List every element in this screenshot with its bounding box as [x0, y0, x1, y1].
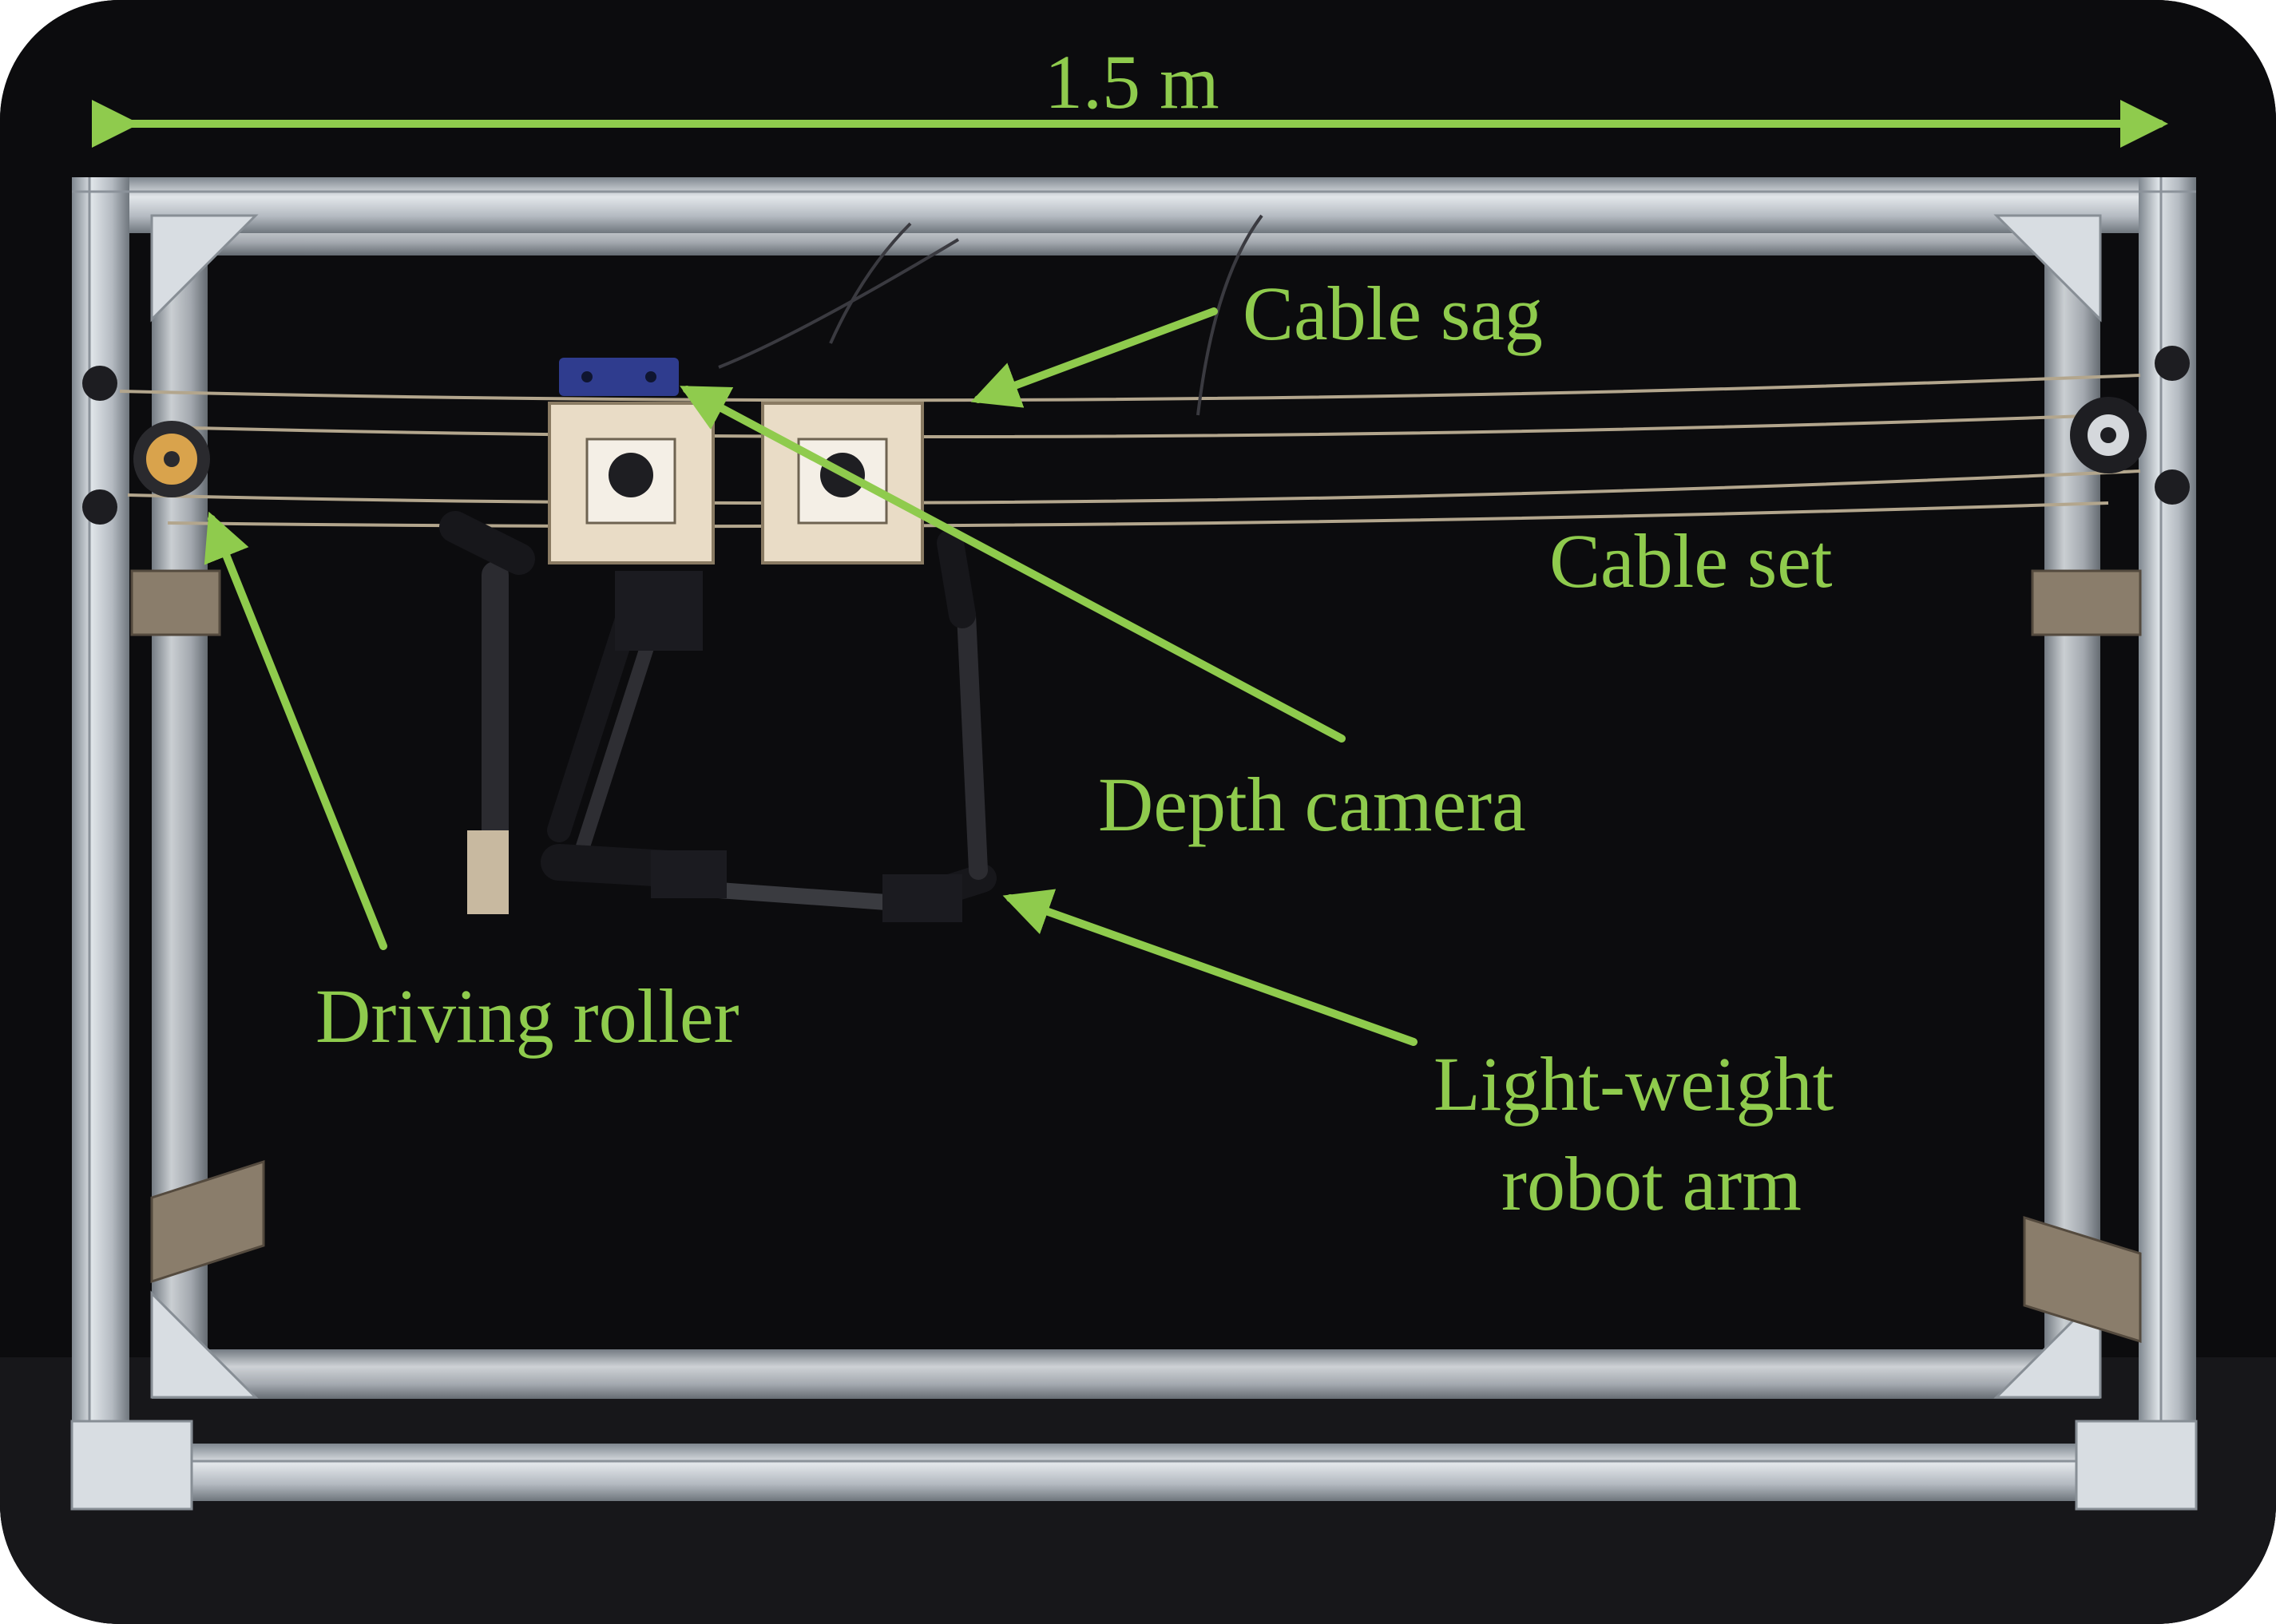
depth-camera-label: Depth camera: [1098, 762, 1526, 847]
driving-roller: [133, 421, 210, 497]
driving-roller-arrow: [204, 511, 387, 950]
cable-sag-label: Cable sag: [1243, 271, 1543, 356]
aluminum-frame: [72, 177, 2196, 1501]
width-dimension-label: 1.5 m: [1045, 39, 1219, 125]
annotation-arrows: [92, 100, 2168, 1046]
depth-camera-arrow: [680, 386, 1346, 743]
cable-set-label: Cable set: [1549, 518, 1833, 604]
side-plates: [130, 569, 2142, 1344]
driving-roller-label: Driving roller: [315, 973, 740, 1059]
corner-brackets: [70, 214, 2198, 1511]
robot-arm-arrow: [1002, 889, 1418, 1046]
depth-camera: [559, 358, 679, 396]
robot-arm-label-line2: robot arm: [1501, 1141, 1802, 1226]
wiring: [718, 214, 1263, 416]
cable-sag-arrow: [970, 307, 1218, 408]
robot-arm-label-line1: Light-weight: [1433, 1041, 1834, 1127]
robot-arm: [439, 511, 997, 922]
cable-anchors: [82, 346, 2190, 525]
right-pulley: [2070, 397, 2147, 473]
